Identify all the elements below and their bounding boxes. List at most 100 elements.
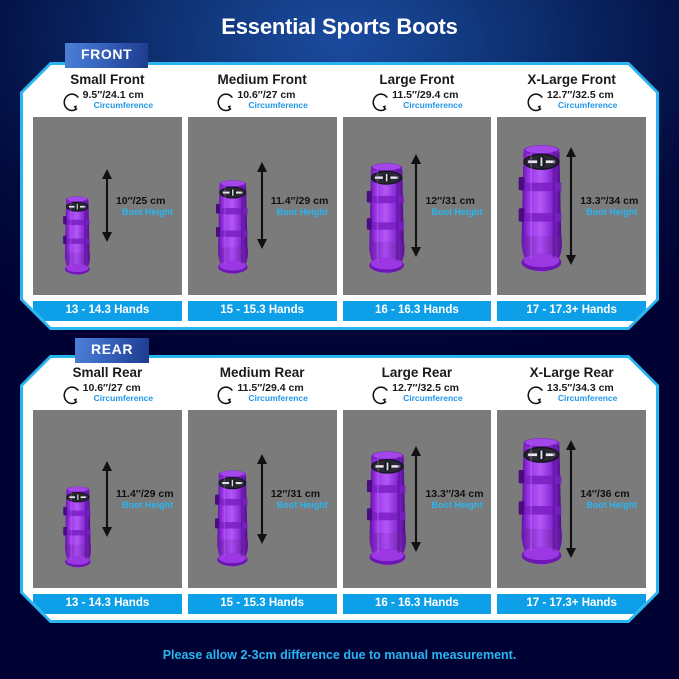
boot-height-label: Boot Height bbox=[276, 499, 328, 510]
footer-note: Please allow 2-3cm difference due to man… bbox=[162, 648, 517, 662]
boot-height-label: Boot Height bbox=[276, 206, 328, 217]
circumference-value: 12.7″/32.5 cm bbox=[546, 88, 614, 101]
boot-illustration bbox=[354, 445, 419, 573]
boot-illustration bbox=[509, 138, 574, 281]
circumference-arrow-icon bbox=[62, 90, 82, 116]
sport-boot-image bbox=[210, 465, 255, 573]
boot-height-arrow-icon bbox=[564, 147, 578, 265]
hands-range-chip: 15 - 15.3 Hands bbox=[188, 594, 337, 614]
circumference-arrow-icon bbox=[371, 90, 391, 116]
circumference-label: Circumference bbox=[248, 392, 308, 403]
boot-height-label: Boot Height bbox=[586, 499, 638, 510]
circumference-arrow-icon bbox=[216, 90, 236, 116]
hands-range-chip: 15 - 15.3 Hands bbox=[188, 301, 337, 321]
boot-height-value: 10″/25 cm bbox=[115, 194, 166, 207]
boot-height-value: 13.3″/34 cm bbox=[425, 487, 484, 500]
sport-boot-image bbox=[211, 175, 255, 280]
size-name: Medium Front bbox=[217, 72, 307, 87]
boot-height-value: 11.4″/29 cm bbox=[270, 194, 329, 207]
circumference-label: Circumference bbox=[557, 392, 618, 403]
circumference-label: Circumference bbox=[557, 99, 618, 110]
circumference-arrow-icon bbox=[62, 383, 82, 409]
sport-boot-image bbox=[361, 157, 412, 281]
circumference-value: 13.5″/34.3 cm bbox=[546, 381, 614, 394]
circumference-arrow-icon bbox=[526, 383, 546, 409]
page-title: Essential Sports Boots bbox=[221, 14, 458, 39]
boot-height-label: Boot Height bbox=[121, 499, 173, 510]
section-badge-front: FRONT bbox=[65, 43, 149, 68]
boot-height-value: 11.4″/29 cm bbox=[115, 487, 174, 500]
boot-height-arrow-icon bbox=[100, 461, 114, 537]
sport-boot-image bbox=[59, 482, 97, 573]
circumference-label: Circumference bbox=[248, 99, 308, 110]
hands-range-chip: 13 - 14.3 Hands bbox=[33, 594, 182, 614]
boot-illustration bbox=[200, 465, 265, 573]
hands-range-chip: 17 - 17.3+ Hands bbox=[497, 594, 646, 614]
boot-height-arrow-icon bbox=[100, 169, 114, 242]
sport-boot-image bbox=[59, 192, 96, 280]
circumference-arrow-icon bbox=[216, 383, 236, 409]
boot-illustration bbox=[45, 192, 110, 280]
boot-height-label: Boot Height bbox=[431, 499, 483, 510]
boot-height-label: Boot Height bbox=[586, 206, 638, 217]
size-name: Small Rear bbox=[72, 365, 143, 380]
sport-boot-image bbox=[512, 138, 571, 281]
sport-boot-image bbox=[512, 431, 571, 574]
circumference-arrow-icon bbox=[371, 383, 391, 409]
hands-range-chip: 16 - 16.3 Hands bbox=[343, 301, 492, 321]
size-name: Small Front bbox=[70, 72, 145, 87]
circumference-arrow-icon bbox=[526, 90, 546, 116]
size-name: Large Rear bbox=[381, 365, 453, 380]
circumference-label: Circumference bbox=[403, 392, 463, 403]
boot-height-arrow-icon bbox=[409, 446, 423, 552]
circumference-value: 9.5″/24.1 cm bbox=[82, 88, 144, 101]
sport-boot-image bbox=[361, 445, 414, 573]
boot-height-value: 12″/31 cm bbox=[425, 194, 475, 207]
circumference-value: 11.5″/29.4 cm bbox=[392, 88, 459, 101]
boot-height-value: 13.3″/34 cm bbox=[580, 194, 639, 207]
size-name: Medium Rear bbox=[219, 365, 305, 380]
boot-height-label: Boot Height bbox=[121, 206, 173, 217]
